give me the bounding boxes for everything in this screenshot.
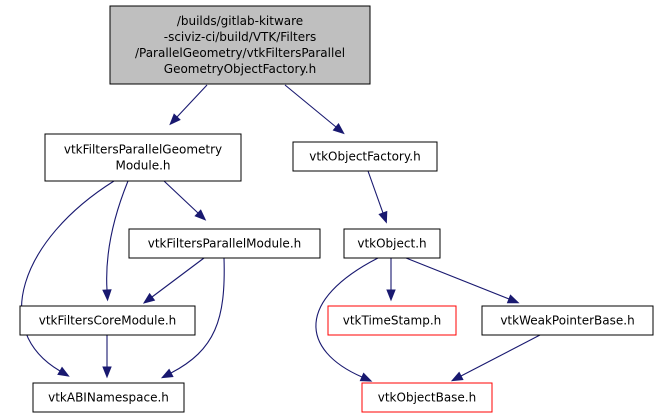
arrow-head-icon <box>378 210 388 224</box>
node-label-line: vtkObjectFactory.h <box>309 150 420 164</box>
edge-pmod-to-abi <box>160 257 225 379</box>
nodes-layer: /builds/gitlab-kitware -sciviz-ci/build/V… <box>19 5 654 413</box>
edge-line <box>21 180 115 372</box>
arrow-head-icon <box>386 289 396 302</box>
node-vtkobjectfactory[interactable]: vtkObjectFactory.h <box>292 141 438 172</box>
node-label-line: vtkWeakPointerBase.h <box>500 314 634 328</box>
edges-layer <box>21 84 541 382</box>
node-vtkfilterscoremodule[interactable]: vtkFiltersCoreModule.h <box>19 305 196 336</box>
node-box <box>32 382 185 413</box>
node-label-line: vtkFiltersParallelModule.h <box>148 237 302 251</box>
edge-line <box>176 84 208 118</box>
edge-coremod-to-abi <box>102 335 112 379</box>
arrow-head-icon <box>194 209 207 221</box>
node-label-line: GeometryObjectFactory.h <box>164 62 316 76</box>
edge-line <box>170 257 225 374</box>
edge-obj-to-wpb <box>405 257 520 304</box>
edge-objfac-to-obj <box>367 170 388 224</box>
node-vtkfiltersparallelmodule[interactable]: vtkFiltersParallelModule.h <box>128 228 321 259</box>
node-box <box>128 228 321 259</box>
edge-line <box>405 257 510 300</box>
node-vtkweakpointerbase[interactable]: vtkWeakPointerBase.h <box>481 305 654 336</box>
node-box <box>292 141 438 172</box>
edge-pgmod-to-abi <box>21 180 115 377</box>
node-label-line: Module.h <box>115 159 170 173</box>
node-box <box>481 305 654 336</box>
node-vtktimestamp[interactable]: vtkTimeStamp.h <box>327 305 457 336</box>
edge-root-to-objfac <box>284 84 345 135</box>
node-box <box>361 382 493 413</box>
arrow-head-icon <box>450 371 464 382</box>
edge-obj-to-objbase <box>315 257 379 382</box>
node-label-line: vtkObjectBase.h <box>378 391 476 405</box>
edge-line <box>163 180 199 214</box>
arrow-head-icon <box>160 368 174 379</box>
node-vtkobjectbase[interactable]: vtkObjectBase.h <box>361 382 493 413</box>
node-label-line: vtkObject.h <box>357 237 426 251</box>
node-box <box>109 5 371 85</box>
node-box <box>327 305 457 336</box>
node-label-line: /ParallelGeometry/vtkFiltersParallel <box>135 46 345 60</box>
arrow-head-icon <box>57 366 70 377</box>
arrow-head-icon <box>332 123 345 135</box>
edge-line <box>151 257 205 298</box>
arrow-head-icon <box>169 113 181 126</box>
node-label-line: vtkABINamespace.h <box>48 391 169 405</box>
node-label-line: vtkFiltersParallelGeometry <box>64 143 222 157</box>
arrow-head-icon <box>506 294 520 304</box>
node-label-line: /builds/gitlab-kitware <box>177 14 303 28</box>
node-box <box>19 305 196 336</box>
node-box <box>343 228 441 259</box>
node-root-header[interactable]: /builds/gitlab-kitware -sciviz-ci/build/V… <box>109 5 371 85</box>
edge-pgmod-to-coremod <box>102 180 129 302</box>
node-vtkabinamespace[interactable]: vtkABINamespace.h <box>32 382 185 413</box>
arrow-head-icon <box>142 292 156 304</box>
node-vtkobject[interactable]: vtkObject.h <box>343 228 441 259</box>
edge-line <box>315 257 379 378</box>
edge-line <box>367 170 384 214</box>
edge-root-to-pgmod <box>169 84 208 126</box>
node-label-line: -sciviz-ci/build/VTK/Filters <box>164 30 317 44</box>
edge-line <box>460 334 541 377</box>
arrow-head-icon <box>102 289 112 302</box>
edge-line <box>284 84 337 128</box>
node-box <box>44 133 242 182</box>
edge-line <box>106 180 129 291</box>
edge-pgmod-to-pmod <box>163 180 207 221</box>
node-label-line: vtkFiltersCoreModule.h <box>39 314 177 328</box>
arrow-head-icon <box>102 366 112 379</box>
arrow-head-icon <box>359 372 373 382</box>
edge-obj-to-tstamp <box>386 258 396 302</box>
edge-wpb-to-objbase <box>450 334 541 382</box>
node-label-line: vtkTimeStamp.h <box>343 314 442 328</box>
edge-pmod-to-coremod <box>142 257 205 304</box>
